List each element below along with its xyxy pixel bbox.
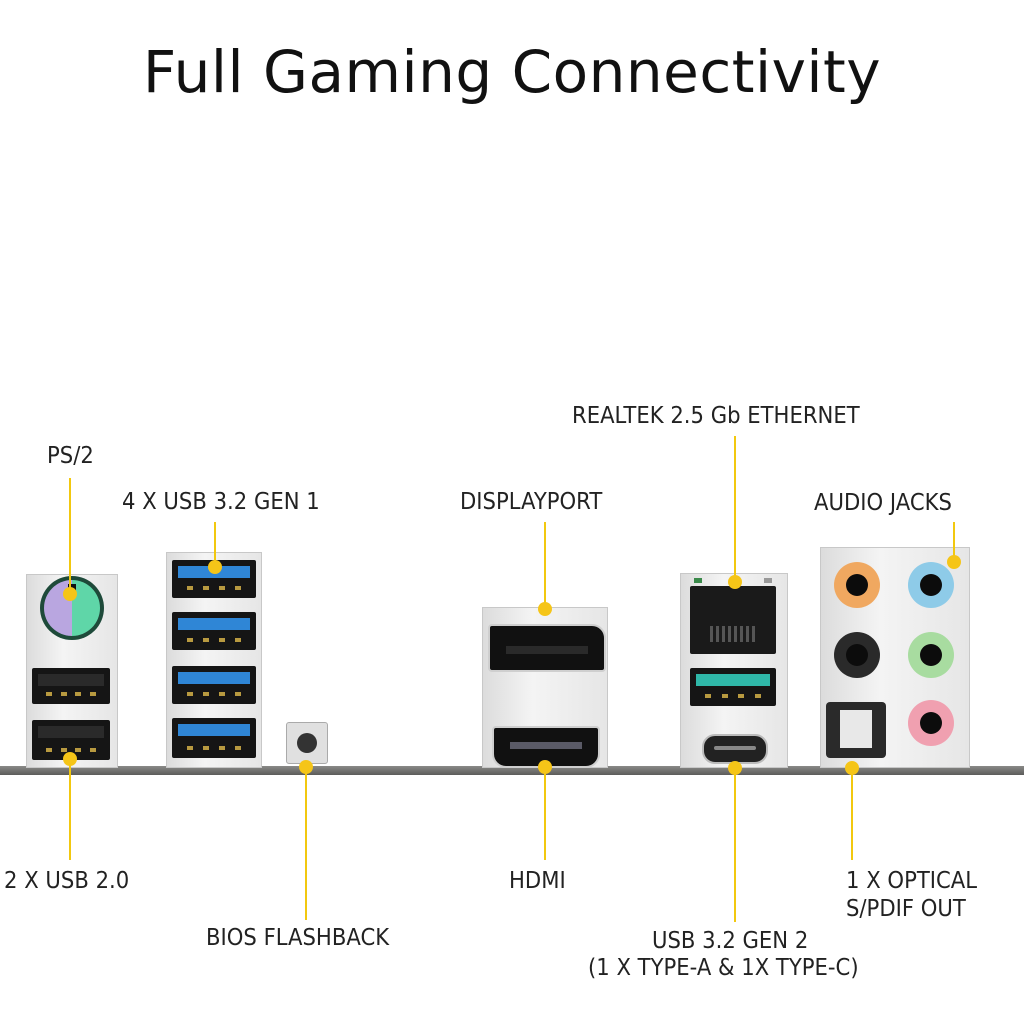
marker-bios: [299, 760, 313, 774]
leader-usb20: [69, 760, 71, 860]
displayport-port: [488, 624, 606, 672]
leader-usb32-gen2: [734, 768, 736, 922]
label-ethernet: REALTEK 2.5 Gb ETHERNET: [572, 403, 860, 429]
marker-usb32-gen2: [728, 761, 742, 775]
leader-usb32-gen1: [214, 522, 216, 568]
optical-spdif-port: [826, 702, 886, 758]
marker-ps2: [63, 587, 77, 601]
marker-audio: [947, 555, 961, 569]
label-displayport: DISPLAYPORT: [460, 489, 603, 515]
marker-usb32-gen1: [208, 560, 222, 574]
marker-optical: [845, 761, 859, 775]
marker-displayport: [538, 602, 552, 616]
ps2-port: [40, 576, 104, 640]
page-title: Full Gaming Connectivity: [142, 38, 882, 106]
leader-hdmi: [544, 766, 546, 860]
usb32-gen1-port-4: [172, 718, 256, 758]
leader-displayport: [544, 522, 546, 610]
usb32-gen1-port-3: [172, 666, 256, 704]
label-bios-flashback: BIOS FLASHBACK: [206, 925, 390, 951]
label-usb32-gen2-types: (1 X TYPE-A & 1X TYPE-C): [588, 955, 859, 981]
leader-optical: [851, 768, 853, 860]
leader-audio: [953, 522, 955, 562]
audio-jack-pink: [908, 700, 954, 746]
motherboard-edge: [0, 766, 1024, 775]
leader-ps2: [69, 478, 71, 600]
label-audio-jacks: AUDIO JACKS: [814, 490, 952, 516]
usb32-gen1-port-2: [172, 612, 256, 650]
ethernet-port: [690, 578, 776, 654]
label-usb32-gen2: USB 3.2 GEN 2: [652, 928, 809, 954]
marker-ethernet: [728, 575, 742, 589]
label-ps2: PS/2: [47, 443, 94, 469]
label-hdmi: HDMI: [509, 868, 566, 894]
label-usb20: 2 X USB 2.0: [4, 868, 130, 894]
audio-jack-green: [908, 632, 954, 678]
usb20-port-1: [32, 668, 110, 704]
usb32-gen2-type-a-port: [690, 668, 776, 706]
marker-usb20: [63, 752, 77, 766]
bios-flashback-button[interactable]: [286, 722, 328, 764]
leader-bios: [305, 766, 307, 920]
label-optical: 1 X OPTICAL: [846, 868, 978, 894]
leader-ethernet: [734, 436, 736, 584]
audio-jack-blue: [908, 562, 954, 608]
audio-jack-black: [834, 632, 880, 678]
marker-hdmi: [538, 760, 552, 774]
label-usb32-gen1: 4 X USB 3.2 GEN 1: [122, 489, 320, 515]
usb32-gen2-type-c-port: [702, 734, 768, 764]
label-spdif-out: S/PDIF OUT: [846, 896, 966, 922]
audio-jack-orange: [834, 562, 880, 608]
